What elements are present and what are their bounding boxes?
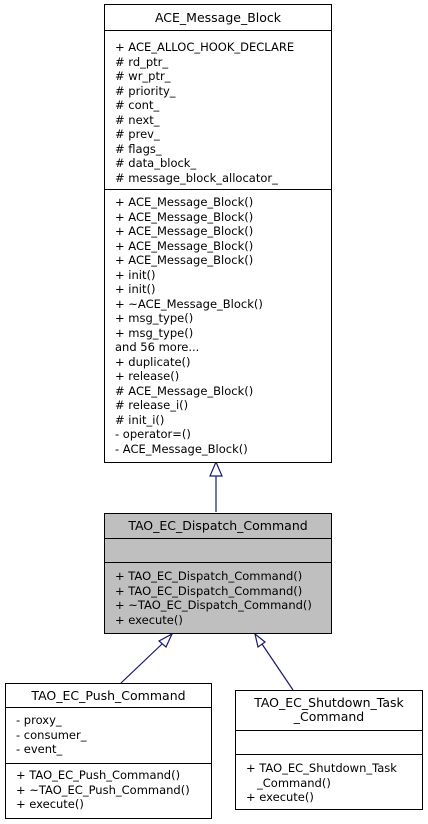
attribute: # next_ [115, 112, 160, 127]
edge-push-to-dispatch [120, 643, 163, 684]
method: + ACE_Message_Block() [115, 238, 254, 253]
methods-section: + ACE_Message_Block() + ACE_Message_Bloc… [105, 190, 331, 462]
edge-shutdown-to-dispatch [261, 643, 294, 691]
attribute: # prev_ [115, 127, 160, 141]
class-title: TAO_EC_Shutdown_Task _Command [236, 691, 422, 731]
class-title: ACE_Message_Block [105, 5, 331, 31]
class-title-line-1: TAO_EC_Shutdown_Task [254, 695, 404, 710]
method: + execute() [115, 612, 183, 627]
method: # init_i() [115, 412, 165, 427]
attributes-section [236, 731, 422, 755]
method: + ACE_Message_Block() [115, 224, 254, 238]
method: + ~TAO_EC_Push_Command() [16, 782, 190, 797]
method: + msg_type() [115, 311, 194, 325]
arrowhead-dispatch-left [157, 632, 174, 648]
method: + init() [115, 267, 156, 282]
class-title: TAO_EC_Push_Command [6, 684, 211, 708]
class-tao-ec-shutdown-task-command[interactable]: TAO_EC_Shutdown_Task _Command + TAO_EC_S… [235, 690, 423, 810]
attribute: # priority_ [115, 83, 176, 98]
method: + init() [115, 282, 156, 296]
attribute: - consumer_ [16, 727, 87, 742]
methods-section: + TAO_EC_Push_Command() + ~TAO_EC_Push_C… [6, 764, 211, 818]
method: + ~TAO_EC_Dispatch_Command() [115, 598, 312, 612]
method: + execute() [16, 797, 84, 811]
attributes-section: - proxy_ - consumer_ - event_ [6, 708, 211, 764]
attribute: # rd_ptr_ [115, 54, 169, 69]
class-ace-message-block[interactable]: ACE_Message_Block + ACE_ALLOC_HOOK_DECLA… [104, 4, 332, 463]
method: + TAO_EC_Push_Command() [16, 768, 181, 782]
class-title-line-2: _Command [293, 709, 365, 724]
method: # ACE_Message_Block() [115, 383, 254, 398]
method: # release_i() [115, 398, 189, 412]
method: - operator=() [115, 427, 191, 441]
attribute: - event_ [16, 742, 63, 756]
method: + execute() [246, 790, 314, 804]
methods-section: + TAO_EC_Shutdown_Task _Command() + exec… [236, 755, 422, 809]
attribute: - proxy_ [16, 713, 62, 727]
more-methods-link[interactable]: and 56 more... [115, 340, 200, 354]
arrowhead-message-block [209, 460, 223, 477]
method: + TAO_EC_Dispatch_Command() [115, 569, 303, 583]
attribute: # data_block_ [115, 156, 197, 170]
method: + ACE_Message_Block() [115, 253, 254, 267]
method: + TAO_EC_Dispatch_Command() [115, 583, 303, 598]
method: + TAO_EC_Shutdown_Task [246, 761, 397, 775]
method: + ACE_Message_Block() [115, 195, 254, 209]
class-title: TAO_EC_Dispatch_Command [105, 514, 331, 539]
class-tao-ec-push-command[interactable]: TAO_EC_Push_Command - proxy_ - consumer_… [5, 683, 212, 819]
method: + ACE_Message_Block() [115, 209, 254, 224]
attribute: + ACE_ALLOC_HOOK_DECLARE [115, 40, 295, 54]
arrowhead-dispatch-right [254, 632, 266, 649]
class-tao-ec-dispatch-command[interactable]: TAO_EC_Dispatch_Command + TAO_EC_Dispatc… [104, 513, 332, 634]
attribute: # message_block_allocator_ [115, 170, 278, 185]
attributes-section [105, 539, 331, 563]
attributes-section: + ACE_ALLOC_HOOK_DECLARE # rd_ptr_ # wr_… [105, 31, 331, 190]
method-continuation: _Command() [257, 775, 331, 790]
method: + ~ACE_Message_Block() [115, 296, 263, 311]
method: + msg_type() [115, 325, 194, 340]
method: - ACE_Message_Block() [115, 441, 248, 456]
attribute: # flags_ [115, 141, 162, 156]
methods-section: + TAO_EC_Dispatch_Command() + TAO_EC_Dis… [105, 563, 331, 633]
attribute: # wr_ptr_ [115, 69, 171, 83]
method: + duplicate() [115, 354, 191, 369]
attribute: # cont_ [115, 98, 160, 112]
method: + release() [115, 369, 180, 383]
